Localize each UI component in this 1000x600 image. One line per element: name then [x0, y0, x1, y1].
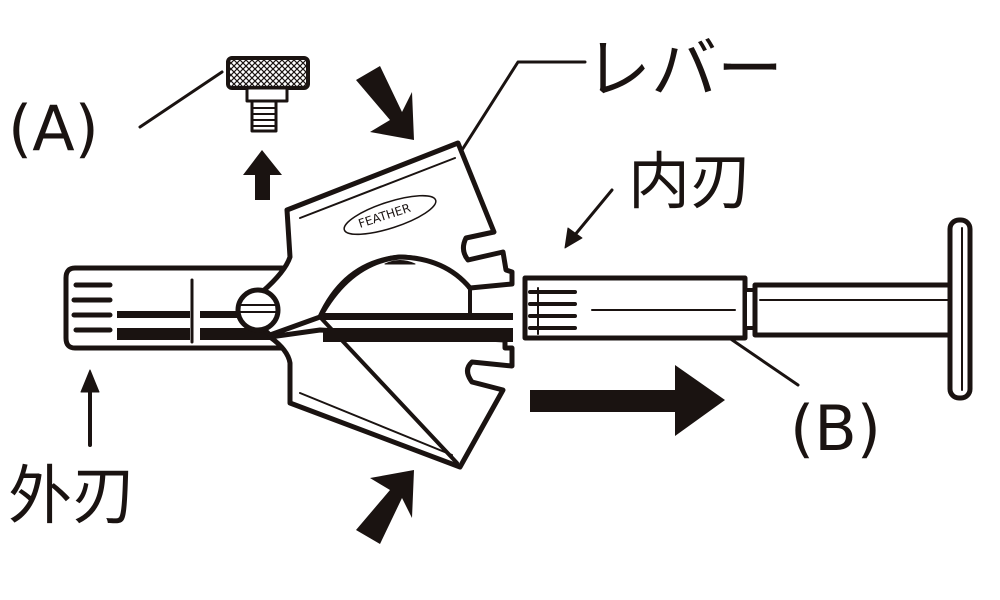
- leader-part-a: [138, 70, 224, 129]
- leader-lever: [460, 60, 587, 152]
- label-part-b: (B): [790, 392, 881, 465]
- label-part-a: (A): [8, 92, 99, 165]
- label-outer-blade: 外刃: [8, 460, 136, 534]
- screw-part-a: [226, 56, 310, 133]
- label-inner-blade: 内刃: [628, 145, 752, 218]
- outer-blade-pointer-arrow: [80, 369, 100, 447]
- lever: FEATHER: [235, 140, 515, 470]
- label-lever: レバー: [585, 31, 783, 108]
- inner-blade-pointer-arrow: [564, 188, 614, 249]
- up-arrow-icon: [243, 150, 282, 200]
- pull-right-arrow-icon: [530, 365, 725, 436]
- pivot-screw: [235, 287, 281, 333]
- outer-blade-body: [63, 265, 285, 351]
- part-b-handle: [752, 217, 973, 401]
- inner-blade: [522, 275, 757, 341]
- press-up-arrow-icon: [356, 470, 414, 544]
- press-down-arrow-icon: [356, 66, 414, 140]
